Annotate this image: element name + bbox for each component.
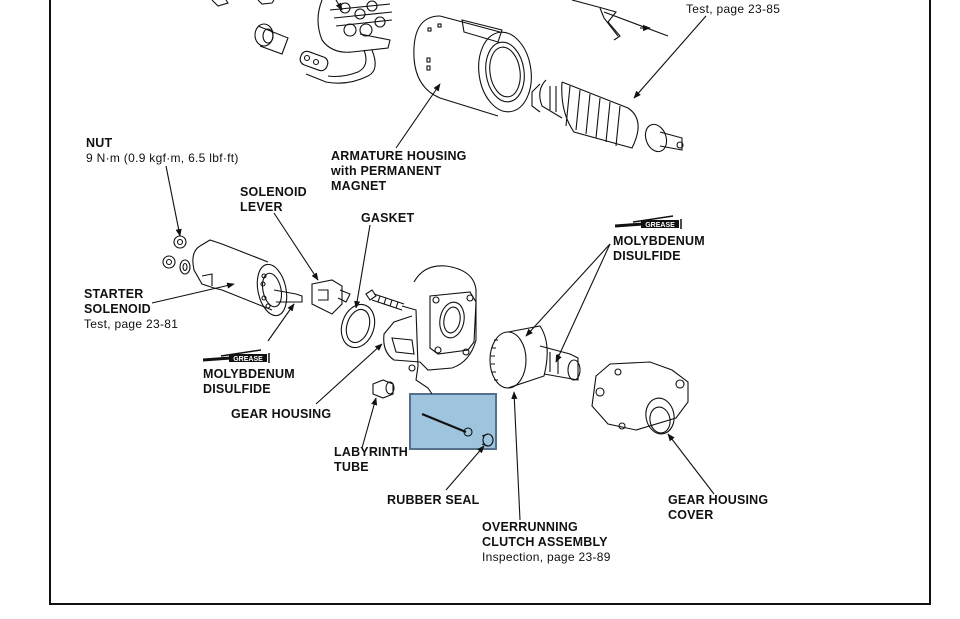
gear-housing-label: GEAR HOUSING	[231, 407, 331, 422]
highlight-box[interactable]	[409, 393, 497, 450]
grease-icon: GREASE	[615, 215, 682, 229]
armature-housing-line2: with PERMANENT	[331, 164, 442, 178]
grease-badge-text: GREASE	[233, 356, 263, 363]
nut-part	[162, 235, 191, 275]
shift-fork-part	[571, 0, 669, 41]
armature-test-note[interactable]: Test, page 23-85	[686, 2, 781, 16]
gear-housing-cover-label: GEAR HOUSING COVER	[668, 493, 768, 523]
grease-left-line1: MOLYBDENUM	[203, 367, 295, 381]
solenoid-lever-line2: LEVER	[240, 200, 283, 214]
starter-solenoid-line2: SOLENOID	[84, 302, 151, 316]
overrunning-clutch-part	[489, 325, 581, 389]
armature-test-label: Test, page 23-85	[686, 2, 780, 17]
labyrinth-tube-line1: LABYRINTH	[334, 445, 409, 459]
nut-label: NUT 9 N·m (0.9 kgf·m, 6.5 lbf·ft)	[86, 136, 239, 166]
starter-solenoid-line1: STARTER	[84, 287, 144, 301]
armature-housing-line1: ARMATURE HOUSING	[331, 149, 467, 163]
armature-housing-line3: MAGNET	[331, 179, 387, 193]
gasket-label: GASKET	[361, 211, 414, 226]
armature-housing-label: ARMATURE HOUSING with PERMANENT MAGNET	[331, 149, 467, 194]
solenoid-lever-label: SOLENOID LEVER	[240, 185, 307, 215]
nut-name: NUT	[86, 136, 113, 150]
rubber-seal-label: RUBBER SEAL	[387, 493, 479, 508]
overrunning-clutch-line2: CLUTCH ASSEMBLY	[482, 535, 608, 549]
through-bolt-part	[365, 289, 433, 395]
gasket-part	[340, 303, 376, 349]
nut-torque-spec: 9 N·m (0.9 kgf·m, 6.5 lbf·ft)	[86, 151, 239, 165]
labyrinth-tube-label: LABYRINTH TUBE	[334, 445, 408, 475]
brush-holder-part	[211, 0, 393, 84]
labyrinth-tube-part	[372, 379, 395, 399]
armature-part	[531, 79, 684, 153]
gear-housing-part	[383, 265, 477, 372]
gear-housing-cover-line2: COVER	[668, 508, 714, 522]
grease-badge-text: GREASE	[645, 222, 675, 229]
solenoid-lever-part	[311, 279, 351, 315]
overrunning-clutch-line1: OVERRUNNING	[482, 520, 578, 534]
grease-left-label: MOLYBDENUM DISULFIDE	[203, 367, 295, 397]
rubber-seal-name: RUBBER SEAL	[387, 493, 480, 507]
starter-solenoid-test-note[interactable]: Test, page 23-81	[84, 317, 179, 331]
rubber-seal-part	[421, 412, 494, 447]
labyrinth-tube-line2: TUBE	[334, 460, 369, 474]
grease-right-line2: DISULFIDE	[613, 249, 681, 263]
grease-right-label: MOLYBDENUM DISULFIDE	[613, 234, 705, 264]
gear-housing-name: GEAR HOUSING	[231, 407, 332, 421]
gear-housing-cover-line1: GEAR HOUSING	[668, 493, 769, 507]
solenoid-lever-line1: SOLENOID	[240, 185, 307, 199]
page-frame	[49, 0, 931, 605]
overrunning-clutch-label: OVERRUNNING CLUTCH ASSEMBLY Inspection, …	[482, 520, 611, 565]
leader-lines	[151, 15, 715, 521]
starter-solenoid-label: STARTER SOLENOID Test, page 23-81	[84, 287, 178, 332]
gear-housing-cover-part	[591, 361, 689, 435]
grease-left-line2: DISULFIDE	[203, 382, 271, 396]
grease-right-line1: MOLYBDENUM	[613, 234, 705, 248]
gasket-name: GASKET	[361, 211, 415, 225]
overrunning-clutch-inspection-note[interactable]: Inspection, page 23-89	[482, 550, 611, 564]
starter-solenoid-part	[192, 239, 303, 317]
grease-icon: GREASE	[203, 349, 270, 363]
armature-housing-part	[413, 15, 532, 117]
